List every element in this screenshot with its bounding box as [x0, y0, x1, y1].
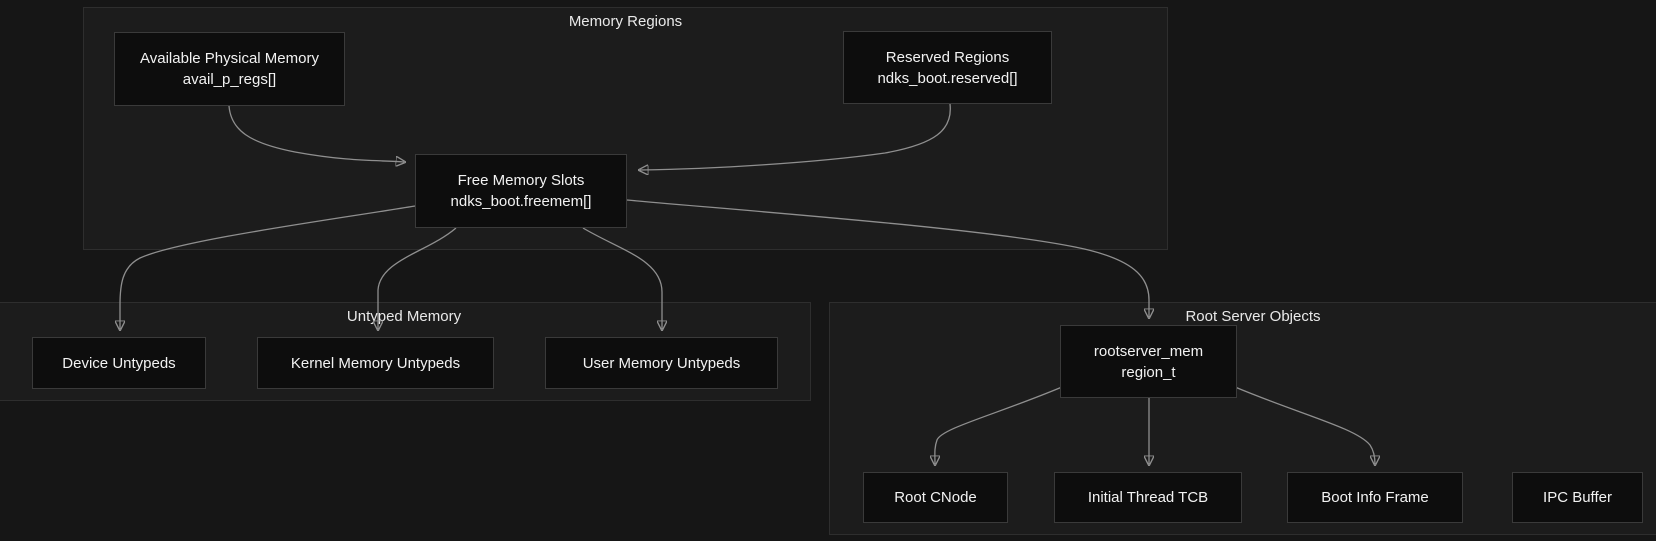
node-kernel-memory-untypeds-label: Kernel Memory Untypeds — [290, 354, 461, 372]
node-available-physical-memory-line2: avail_p_regs[] — [182, 71, 277, 88]
edge-avail-to-freemem — [228, 105, 404, 162]
node-reserved-regions: Reserved Regions ndks_boot.reserved[] — [843, 31, 1052, 104]
edge-freemem-to-rootserver-mem — [626, 199, 1149, 317]
node-rootserver-mem-line1: rootserver_mem — [1093, 342, 1204, 360]
node-root-cnode: Root CNode — [863, 472, 1008, 523]
node-root-cnode-label: Root CNode — [894, 489, 977, 506]
node-free-memory-slots-line2: ndks_boot.freemem[] — [450, 193, 592, 210]
node-kernel-memory-untypeds: Kernel Memory Untypeds — [257, 337, 494, 389]
edge-freemem-to-user-untypeds — [582, 227, 662, 329]
node-initial-thread-tcb: Initial Thread TCB — [1054, 472, 1242, 523]
node-reserved-regions-line1: Reserved Regions — [885, 48, 1010, 66]
edge-rootserver-to-boot-info-frame — [1234, 386, 1375, 464]
cluster-root-server-objects-title: Root Server Objects — [1185, 308, 1321, 325]
node-boot-info-frame-label: Boot Info Frame — [1321, 489, 1429, 506]
node-device-untypeds: Device Untypeds — [32, 337, 206, 389]
node-available-physical-memory: Available Physical Memory avail_p_regs[] — [114, 32, 345, 106]
node-ipc-buffer-label: IPC Buffer — [1543, 489, 1612, 506]
edge-reserved-to-freemem — [640, 103, 951, 170]
cluster-memory-regions-title: Memory Regions — [568, 13, 683, 30]
node-user-memory-untypeds: User Memory Untypeds — [545, 337, 778, 389]
node-rootserver-mem-line2: region_t — [1121, 363, 1176, 381]
edge-rootserver-to-root-cnode — [935, 386, 1063, 464]
node-free-memory-slots-line1: Free Memory Slots — [457, 172, 585, 189]
edge-freemem-to-kernel-untypeds — [378, 227, 457, 329]
node-available-physical-memory-line1: Available Physical Memory — [140, 50, 319, 67]
node-free-memory-slots: Free Memory Slots ndks_boot.freemem[] — [415, 154, 627, 228]
edge-freemem-to-device-untypeds — [120, 205, 416, 329]
node-reserved-regions-line2: ndks_boot.reserved[] — [877, 69, 1018, 87]
node-rootserver-mem: rootserver_mem region_t — [1060, 325, 1237, 398]
node-initial-thread-tcb-label: Initial Thread TCB — [1087, 489, 1209, 506]
node-boot-info-frame: Boot Info Frame — [1287, 472, 1463, 523]
node-user-memory-untypeds-label: User Memory Untypeds — [582, 354, 741, 372]
node-device-untypeds-label: Device Untypeds — [62, 354, 176, 372]
node-ipc-buffer: IPC Buffer — [1512, 472, 1643, 523]
